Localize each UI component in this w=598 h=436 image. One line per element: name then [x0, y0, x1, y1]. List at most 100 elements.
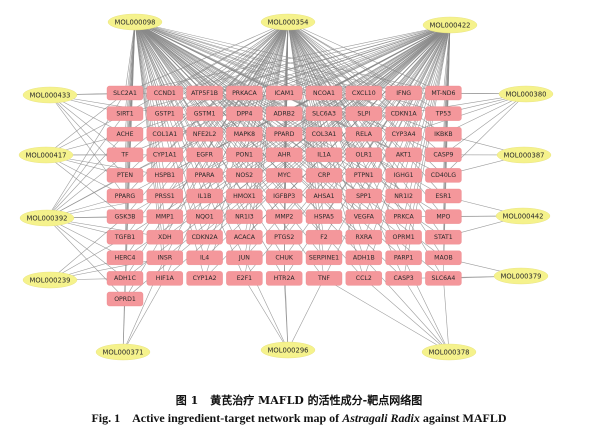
- target-node: DPP4: [226, 106, 263, 121]
- network-edge: [403, 93, 527, 135]
- target-node-box: [186, 147, 223, 163]
- network-edge: [363, 278, 450, 353]
- target-node-label: F2: [320, 234, 328, 241]
- target-node-label: CASP3: [394, 275, 414, 282]
- target-node-box: [186, 85, 223, 101]
- target-node-label: ATP5F1B: [191, 90, 218, 97]
- target-node-label: IGHG1: [394, 172, 414, 179]
- target-node-label: SERPINE1: [309, 255, 339, 262]
- target-node-box: [106, 147, 144, 163]
- target-node-box: [226, 229, 263, 245]
- target-node-box: [385, 168, 422, 183]
- target-node-box: [425, 106, 462, 121]
- target-node-box: [425, 168, 462, 183]
- target-node-box: [106, 271, 144, 286]
- ingredient-node: MOL000379: [493, 267, 549, 285]
- target-node-label: COL1A1: [152, 131, 177, 138]
- target-node-box: [146, 188, 184, 204]
- target-node-box: [106, 85, 144, 101]
- target-node-box: [425, 250, 462, 266]
- target-node-box: [425, 209, 462, 224]
- target-node-label: NOS2: [236, 172, 253, 179]
- target-node-box: [385, 250, 422, 266]
- ingredient-node-ellipse: [95, 343, 151, 361]
- target-node-label: IL1B: [198, 193, 211, 200]
- target-node: MMP1: [146, 209, 184, 224]
- target-node: HMOX1: [226, 188, 263, 204]
- target-node: SPP1: [345, 188, 382, 204]
- target-node-box: [305, 229, 343, 245]
- network-edge: [287, 21, 365, 94]
- network-edge: [45, 154, 126, 217]
- target-node-box: [186, 168, 223, 183]
- target-node: F2: [305, 229, 343, 245]
- target-node: ATP5F1B: [186, 85, 223, 101]
- target-node: JUN: [226, 250, 263, 266]
- target-node: AHR: [266, 147, 303, 163]
- network-edge: [204, 21, 289, 94]
- target-node-label: NQO1: [195, 213, 213, 220]
- target-node-label: HIF1A: [156, 275, 175, 282]
- target-node: GSTP1: [146, 106, 184, 121]
- target-node-label: HTR2A: [274, 275, 296, 282]
- target-node-box: [106, 250, 144, 266]
- network-edge: [124, 24, 451, 217]
- ingredient-node-label: MOL000354: [268, 18, 309, 26]
- target-node-box: [186, 229, 223, 245]
- target-node: CXCL10: [345, 85, 382, 101]
- target-node: TF: [106, 147, 144, 163]
- target-node-label: PARP1: [394, 255, 414, 262]
- target-node: PTGS2: [266, 229, 303, 245]
- target-node-box: [186, 188, 223, 204]
- network-edge: [323, 24, 451, 176]
- ingredient-node: MOL000098: [107, 13, 163, 31]
- network-edge: [323, 24, 451, 258]
- target-node: NOS2: [226, 168, 263, 183]
- target-node: IGFBP3: [266, 188, 303, 204]
- target-node: NFE2L2: [186, 126, 223, 142]
- target-node: IGHG1: [385, 168, 422, 183]
- target-node: MAPK8: [226, 126, 263, 142]
- target-node: CASP3: [385, 271, 422, 286]
- ingredient-node-label: MOL000371: [103, 348, 144, 356]
- target-node: CYP1A1: [146, 147, 184, 163]
- target-node-label: RXRA: [355, 234, 373, 241]
- target-node: ACHE: [106, 126, 144, 142]
- target-node-box: [345, 250, 382, 266]
- target-node-box: [106, 106, 144, 121]
- target-node-box: [186, 209, 223, 224]
- target-node-label: AHSA1: [313, 193, 334, 200]
- target-node-label: INSR: [157, 255, 172, 262]
- target-node-label: SLPI: [357, 110, 370, 117]
- target-node-label: VEGFA: [354, 213, 375, 220]
- target-node-box: [146, 147, 184, 163]
- target-node-box: [266, 209, 303, 224]
- target-node-box: [226, 106, 263, 121]
- target-node-label: JUN: [238, 255, 250, 262]
- ingredient-node-label: MOL000392: [27, 214, 68, 222]
- target-node-box: [186, 126, 223, 142]
- target-node-label: CRP: [318, 172, 331, 179]
- network-edge: [49, 94, 126, 156]
- target-node-label: IFNG: [396, 90, 411, 97]
- target-node: TP53: [425, 106, 462, 121]
- ingredient-node: MOL000239: [22, 271, 78, 289]
- target-node-box: [305, 250, 343, 266]
- target-node-box: [425, 147, 462, 163]
- target-node: MPO: [425, 209, 462, 224]
- ingredient-node-ellipse: [260, 13, 316, 31]
- target-node: SLPI: [345, 106, 382, 121]
- target-node-label: CDKN2A: [192, 234, 219, 241]
- target-node: CYP3A4: [385, 126, 422, 142]
- target-node: PRKCA: [385, 209, 422, 224]
- target-node-label: NR1I2: [394, 193, 413, 200]
- target-node-label: HMOX1: [233, 193, 256, 200]
- target-node: AHSA1: [305, 188, 343, 204]
- target-node-box: [106, 229, 144, 245]
- target-node-label: AHR: [278, 152, 292, 159]
- target-node-label: CYP1A1: [153, 152, 177, 159]
- target-node-label: MMP2: [275, 213, 293, 220]
- target-node-box: [305, 209, 343, 224]
